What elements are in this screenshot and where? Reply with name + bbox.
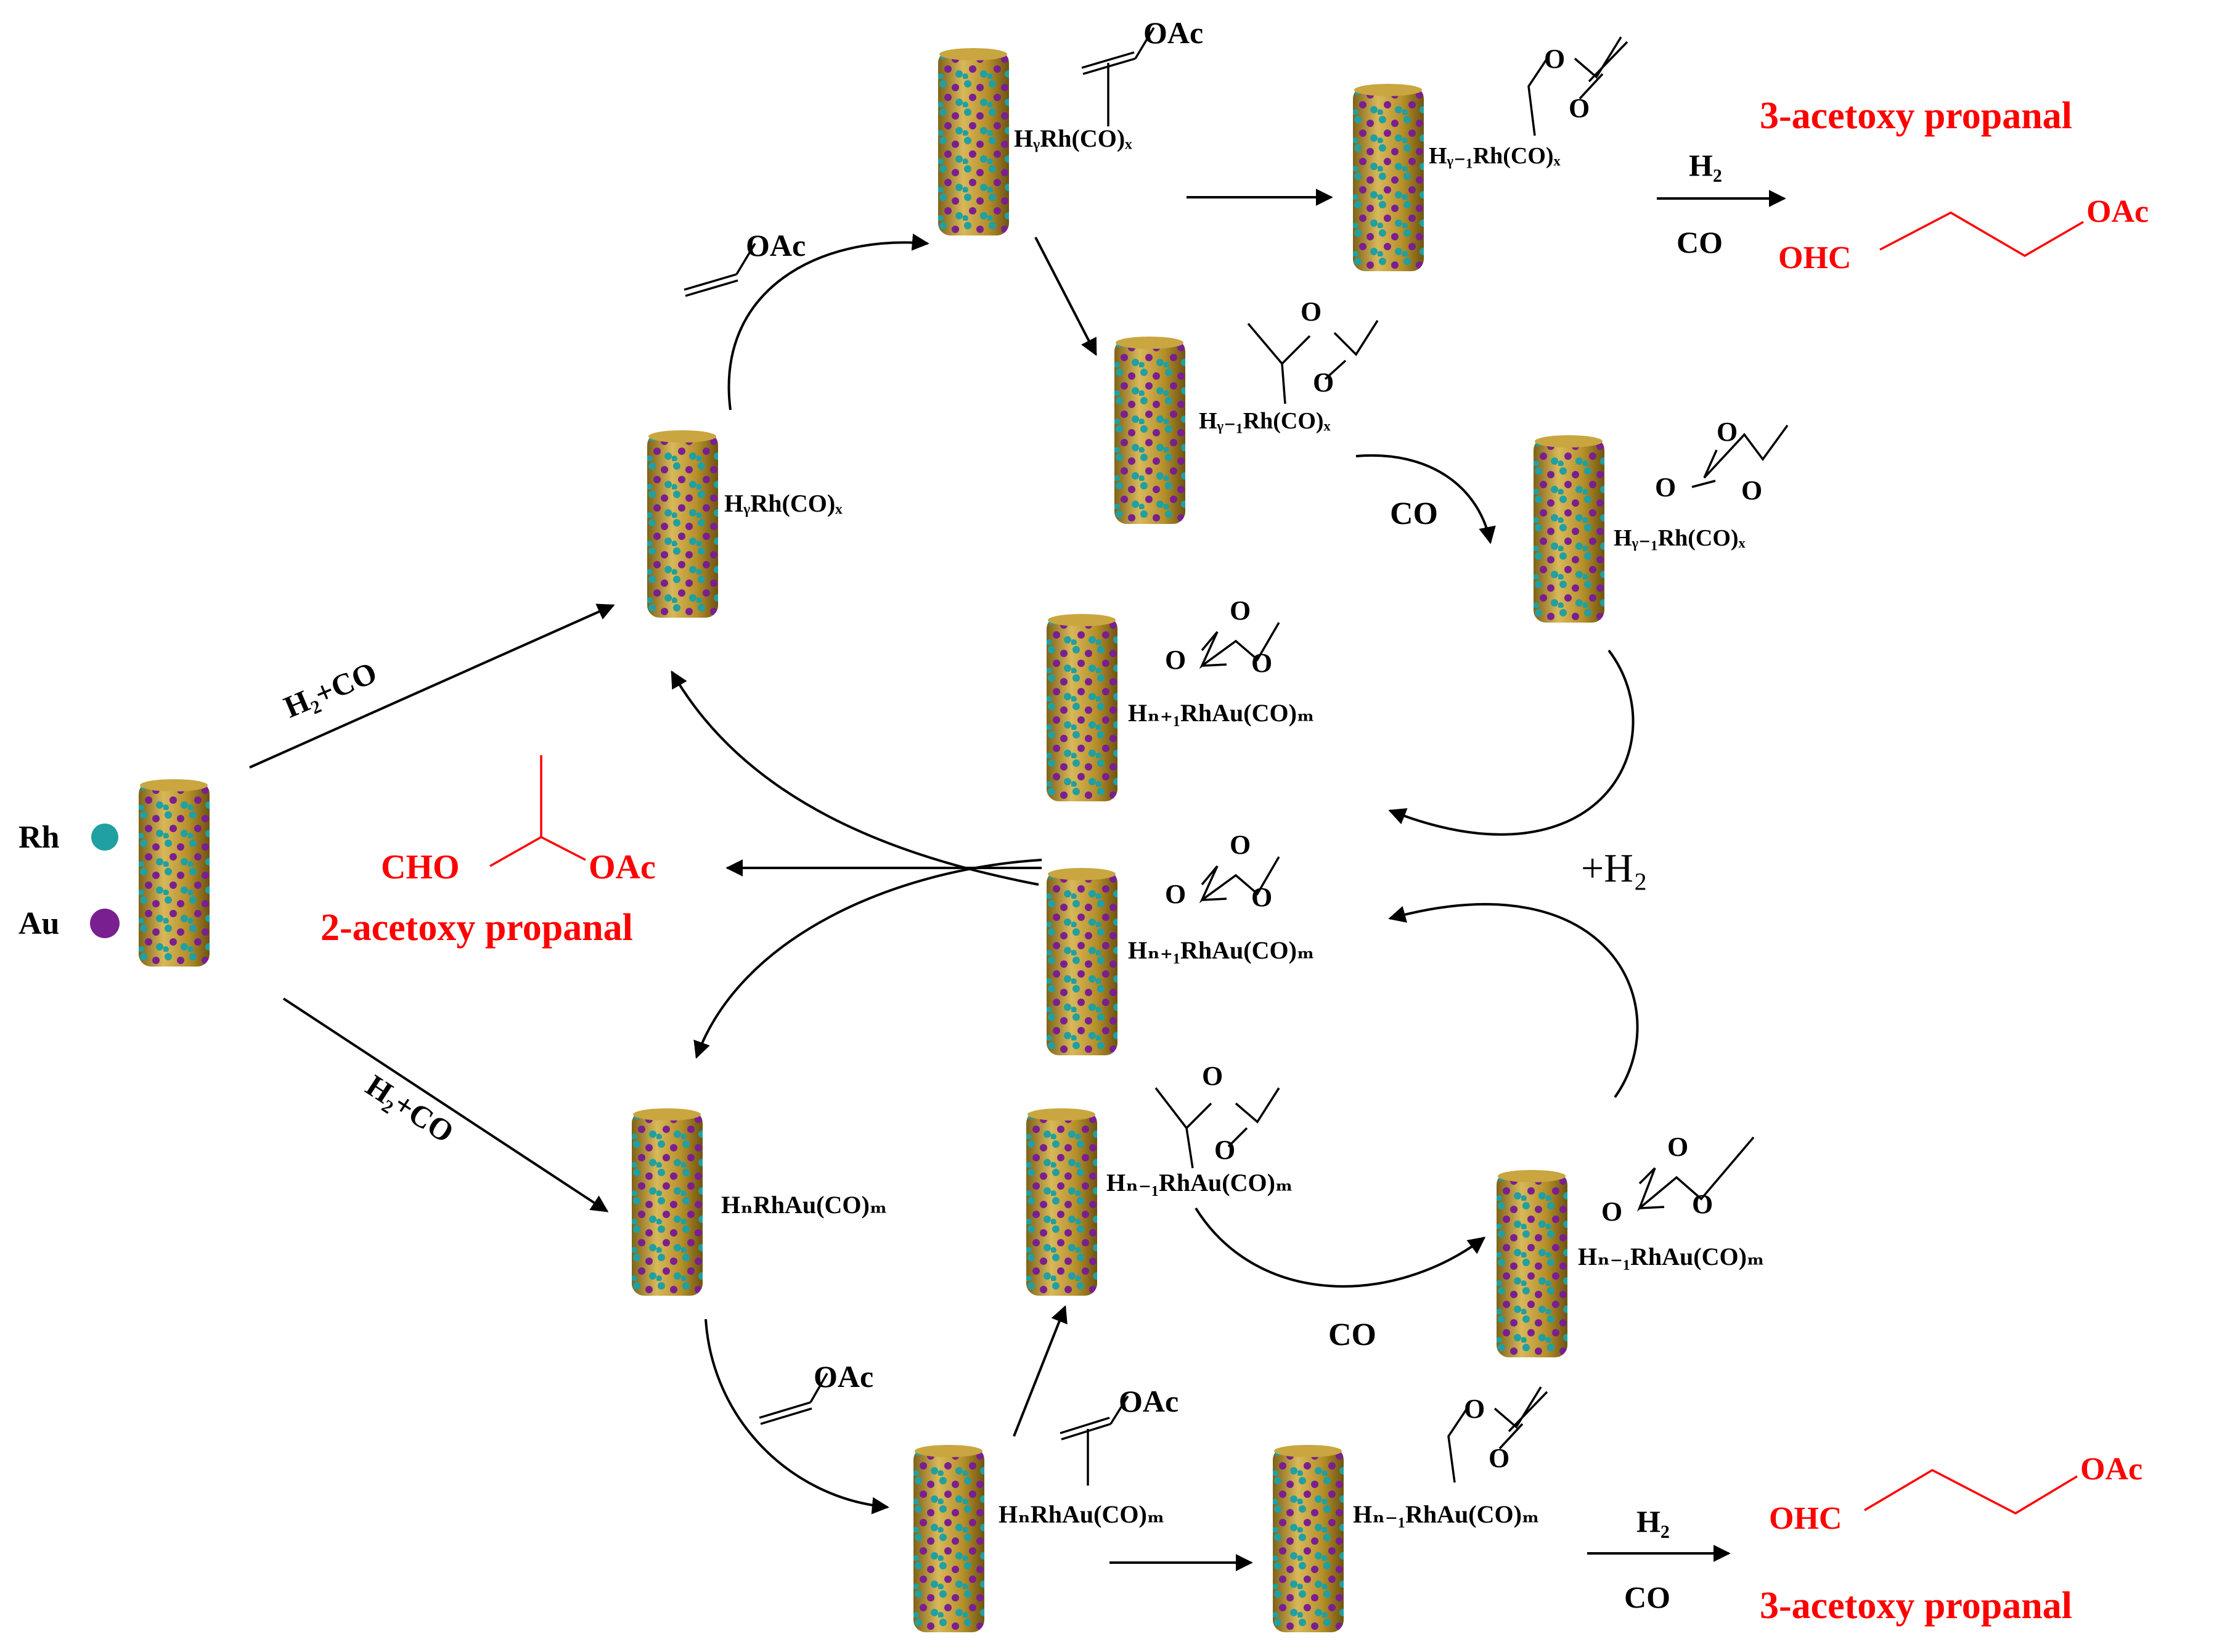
legend-au-label: Au <box>18 906 59 941</box>
vinyl-acetate-lower-mol <box>759 1373 828 1425</box>
arrow-co-insertion-upper <box>1355 454 1496 544</box>
vinyl-acetate-upper-label: OAc <box>746 228 806 263</box>
arrow-top-to-upper-mid <box>1034 237 1097 356</box>
product-oac-top: OAc <box>2086 194 2149 229</box>
complex-label-lower-mid: Hₙ₋₁RhAu(CO)ₘ <box>1106 1169 1293 1196</box>
o-label-upper-right-2: O <box>1717 417 1738 447</box>
product-oac-bottom: OAc <box>2080 1452 2143 1487</box>
product-2-acetoxy: 2-acetoxy propanal <box>321 907 633 949</box>
catalyst-tube-upper-left <box>647 430 718 618</box>
au-atom-icon <box>90 909 120 938</box>
co-label-top: CO <box>1677 225 1723 260</box>
oac-label-bottom: OAc <box>1119 1384 1178 1418</box>
o-label-upper-mid-1: O <box>1301 296 1321 327</box>
catalyst-tube-upper-mid <box>1114 337 1185 524</box>
catalyst-tube-top <box>938 48 1009 235</box>
catalyst-tube-lower-mid <box>1026 1108 1097 1296</box>
arrow-center-to-upper-left <box>671 670 1039 886</box>
arrow-center-to-lower-left <box>693 859 1042 1059</box>
acyl-ring-upper-right <box>1691 424 1789 488</box>
product-oac-2: OAc <box>589 848 656 886</box>
complex-label-upper-right: Hᵧ₋₁Rh(CO)ₓ <box>1614 525 1746 551</box>
product-chain-bottom <box>1864 1469 2078 1515</box>
arrow-start-to-lower <box>282 997 609 1212</box>
catalyst-tube-lower-right <box>1497 1170 1567 1357</box>
o-label-bottom-right-1: O <box>1464 1394 1485 1424</box>
o-label-center-lower-2: O <box>1230 830 1251 860</box>
acyl-ring-lower-mid <box>1154 1087 1280 1169</box>
complex-label-upper-left: HᵧRh(CO)ₓ <box>724 489 843 517</box>
o-label-top-right-2: O <box>1569 93 1590 123</box>
acyl-ring-bottom-right <box>1447 1386 1548 1483</box>
co-label-bottom: CO <box>1624 1580 1670 1614</box>
product-3-acetoxy-top: 3-acetoxy propanal <box>1760 95 2072 137</box>
arrow-lower-left-to-bottom <box>705 1319 889 1515</box>
catalyst-tube-lower-left <box>632 1108 703 1296</box>
product-chain-2 <box>489 755 586 867</box>
complex-label-bottom-right: Hₙ₋₁RhAu(CO)ₘ <box>1353 1500 1540 1528</box>
co-label-upper: CO <box>1390 496 1438 531</box>
plus-h2-label: +H₂ <box>1581 846 1648 891</box>
arrow-bottom-to-lower-mid <box>1013 1305 1068 1437</box>
o-label-top-right-1: O <box>1544 44 1565 74</box>
arrow-upper-left-to-top <box>727 233 929 411</box>
o-label-upper-right-1: O <box>1655 472 1676 502</box>
complex-label-bottom: HₙRhAu(CO)ₘ <box>999 1500 1165 1528</box>
catalyst-tube-upper-right <box>1534 435 1604 623</box>
acyl-ring-center-lower <box>1199 856 1280 904</box>
product-cho-2: CHO <box>381 848 460 886</box>
h2-label-top: H₂ <box>1689 148 1722 182</box>
acyl-ring-lower-right <box>1636 1136 1755 1212</box>
arrow-start-to-upper <box>249 603 615 769</box>
o-label-center-upper-2: O <box>1230 595 1251 626</box>
acyl-ring-center-upper <box>1199 622 1280 669</box>
product-3-acetoxy-bottom: 3-acetoxy propanal <box>1760 1585 2072 1627</box>
catalyst-tube-center-lower <box>1047 868 1117 1055</box>
catalyst-tube-bottom <box>913 1445 984 1632</box>
h2-co-upper-label: H₂+CO <box>279 655 382 724</box>
arrow-lower-right-up <box>1388 903 1639 1098</box>
legend-rh-label: Rh <box>18 820 60 855</box>
acyl-ring-upper-mid <box>1247 320 1379 404</box>
o-label-lower-right-2: O <box>1667 1132 1688 1162</box>
complex-label-center-lower: Hₙ₊₁RhAu(CO)ₘ <box>1128 936 1315 964</box>
product-ohc-top: OHC <box>1778 240 1851 276</box>
o-label-lower-right-1: O <box>1601 1196 1622 1227</box>
h2-label-bottom: H₂ <box>1636 1504 1670 1539</box>
complex-label-upper-mid: Hᵧ₋₁Rh(CO)ₓ <box>1199 408 1331 434</box>
catalyst-tube-start <box>139 779 210 967</box>
acyl-ring-top-right <box>1527 36 1628 136</box>
h2-co-lower-label: H₂+CO <box>360 1068 460 1150</box>
complex-label-top: HᵧRh(CO)ₓ <box>1014 125 1132 152</box>
vinyl-acetate-lower-label: OAc <box>814 1359 873 1394</box>
co-label-lower: CO <box>1328 1317 1376 1352</box>
complex-label-lower-right: Hₙ₋₁RhAu(CO)ₘ <box>1578 1243 1765 1270</box>
o-label-lower-right-3: O <box>1692 1189 1713 1219</box>
vinyl-acetate-upper-mol <box>684 243 756 297</box>
complex-label-center-upper: Hₙ₊₁RhAu(CO)ₘ <box>1128 699 1315 727</box>
catalyst-tube-top-right <box>1353 84 1424 271</box>
o-label-lower-mid-1: O <box>1202 1061 1223 1091</box>
arrow-upper-right-down <box>1388 649 1635 836</box>
complex-label-lower-left: HₙRhAu(CO)ₘ <box>721 1191 888 1219</box>
catalyst-tube-bottom-right <box>1273 1445 1344 1632</box>
vinyl-acetate-adsorbed-bottom <box>1060 1396 1129 1486</box>
product-chain-top <box>1879 211 2084 258</box>
o-label-center-upper-3: O <box>1251 648 1272 678</box>
o-label-center-upper-1: O <box>1165 645 1186 675</box>
o-label-bottom-right-2: O <box>1489 1443 1509 1473</box>
arrow-co-insertion-lower <box>1195 1207 1486 1288</box>
oac-label-top: OAc <box>1143 15 1203 50</box>
o-label-center-lower-3: O <box>1251 882 1272 912</box>
rh-atom-icon <box>91 824 118 851</box>
o-label-lower-mid-2: O <box>1214 1135 1235 1165</box>
product-ohc-bottom: OHC <box>1769 1501 1842 1536</box>
complex-label-top-right: Hᵧ₋₁Rh(CO)ₓ <box>1429 143 1561 169</box>
o-label-center-lower-1: O <box>1165 879 1186 909</box>
o-label-upper-right-3: O <box>1741 475 1762 505</box>
vinyl-acetate-adsorbed-top <box>1081 27 1155 126</box>
o-label-upper-mid-2: O <box>1313 367 1334 398</box>
catalyst-tube-center-upper <box>1047 614 1117 801</box>
